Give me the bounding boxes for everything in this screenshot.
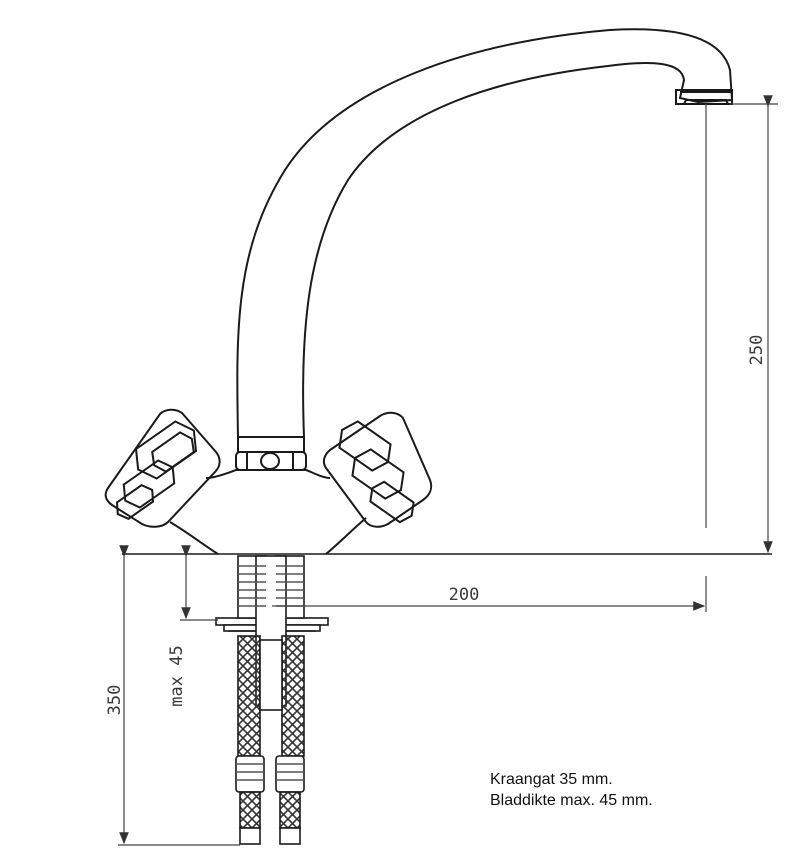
dimension-deck-max (180, 545, 218, 621)
note-tap-hole: Kraangat 35 mm. (490, 771, 613, 788)
spout (236, 28, 734, 438)
supply-hoses (235, 555, 305, 845)
dimension-below-deck (118, 545, 240, 846)
dimension-height (705, 95, 778, 554)
dimension-height-label: 250 (747, 335, 767, 366)
faucet-body (169, 469, 367, 555)
dimension-reach (272, 576, 707, 612)
dimension-deck-max-label: max 45 (167, 645, 187, 706)
installation-notes: Kraangat 35 mm. Bladdikte max. 45 mm. (490, 769, 653, 811)
right-handle (322, 411, 433, 528)
dimension-below-deck-label: 350 (105, 685, 125, 716)
dimension-reach-label: 200 (449, 585, 480, 605)
note-deck-thickness: Bladdikte max. 45 mm. (490, 792, 653, 809)
left-handle (104, 408, 221, 528)
spout-collar (235, 436, 307, 471)
